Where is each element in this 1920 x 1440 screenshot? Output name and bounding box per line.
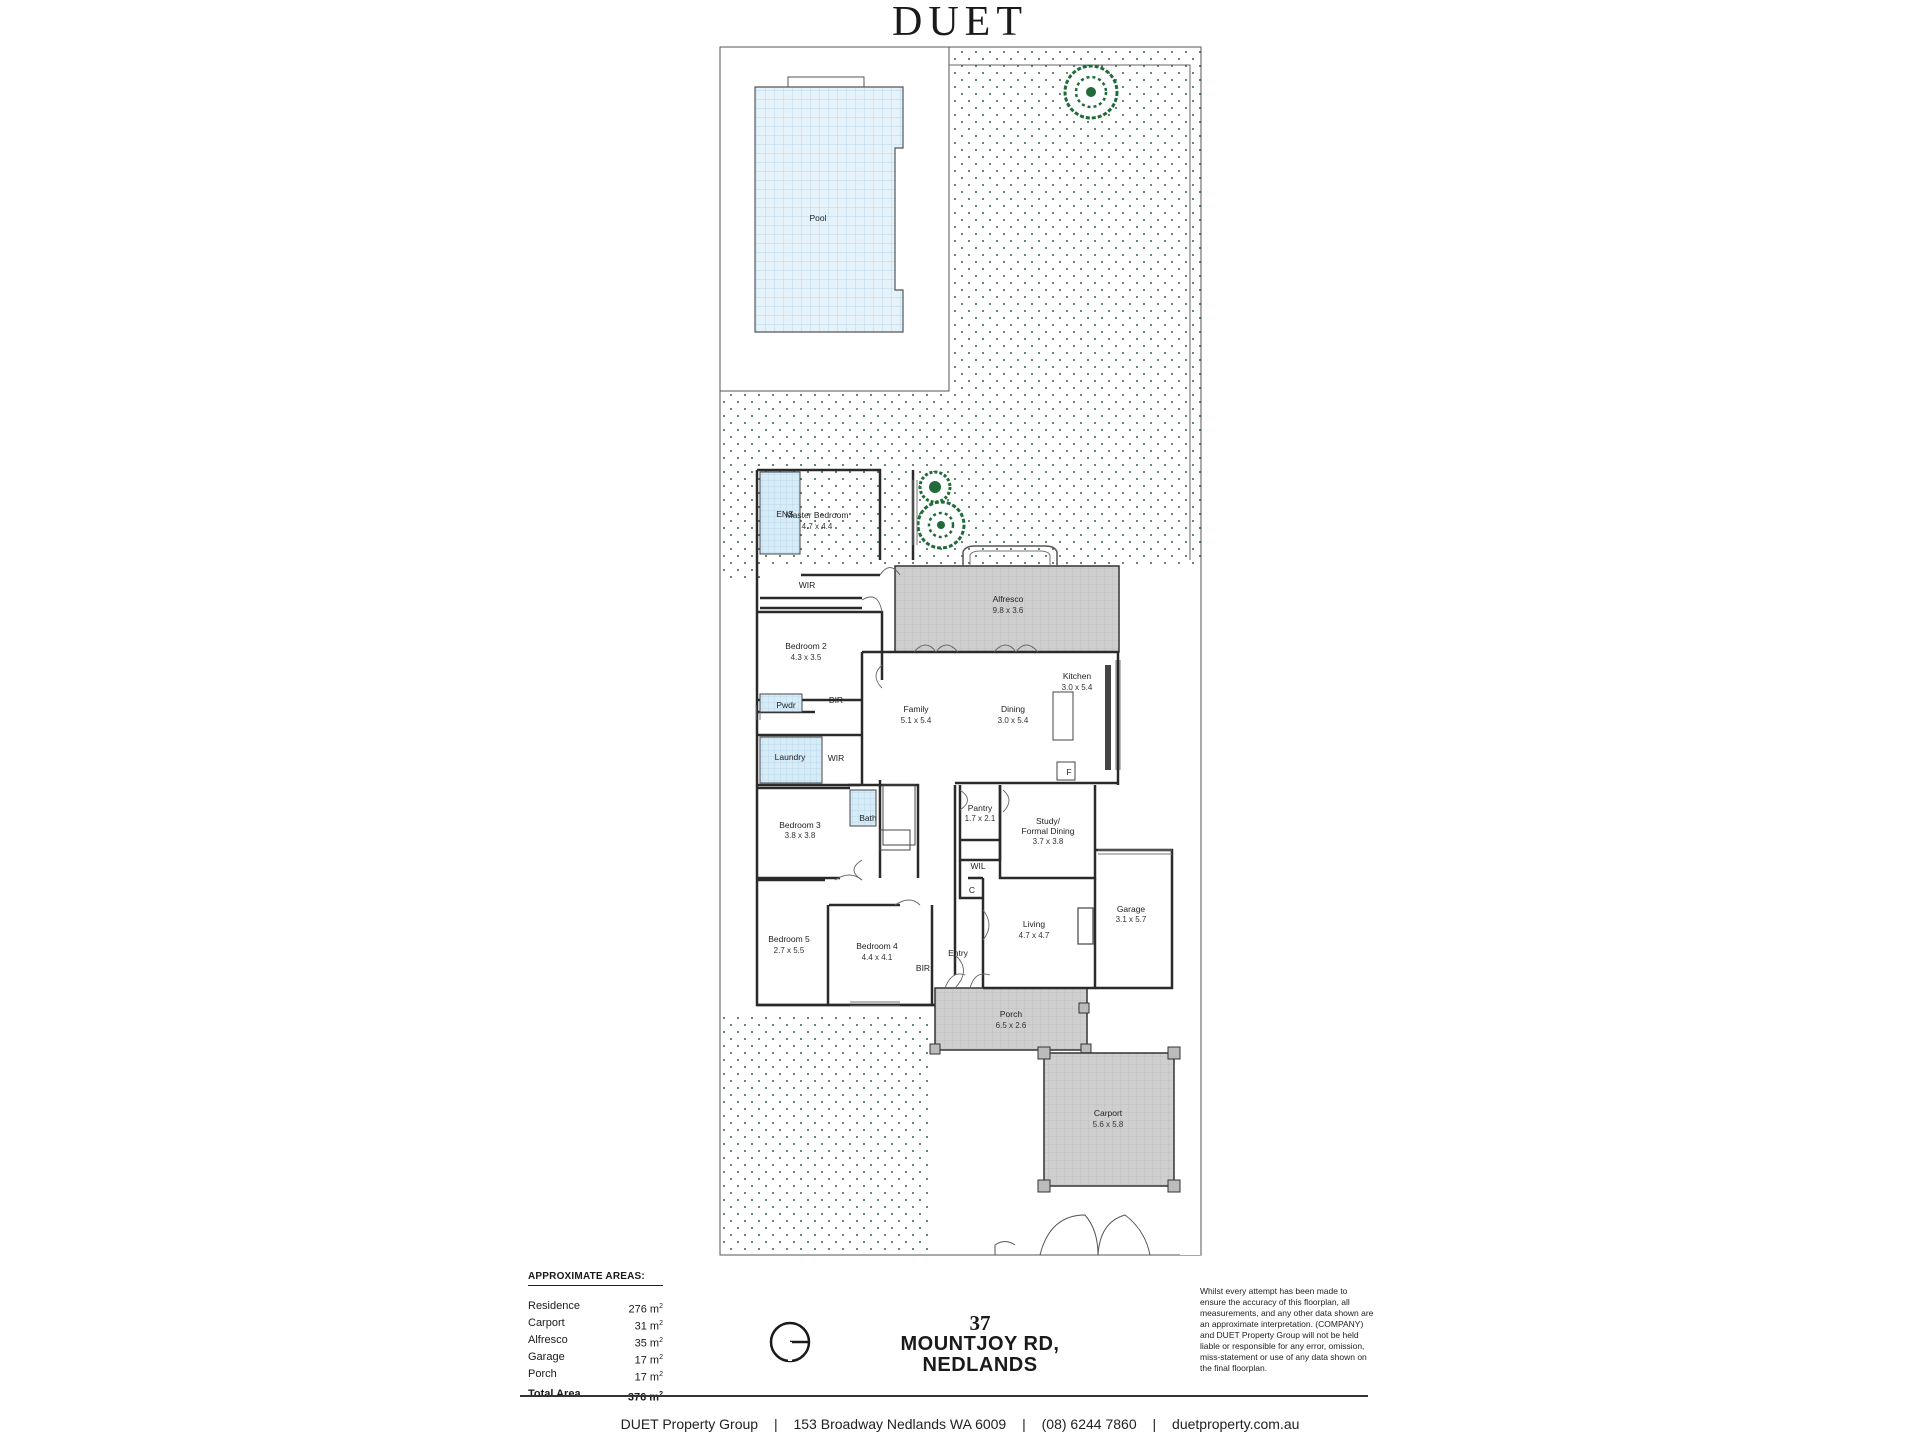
dining-label: Dining: [1001, 704, 1025, 714]
alfresco-dims: 9.8 x 3.6: [993, 606, 1024, 615]
pwdr-wet-area: [759, 693, 803, 713]
wil-label: WIL: [970, 861, 985, 871]
wir-2-label: WIR: [828, 753, 845, 763]
garage-dims: 3.1 x 5.7: [1116, 915, 1147, 924]
footer-address: 153 Broadway Nedlands WA 6009: [793, 1416, 1007, 1432]
areas-heading: APPROXIMATE AREAS:: [528, 1270, 663, 1286]
north-compass-icon: [769, 1321, 811, 1363]
tree-icon: [916, 500, 966, 550]
carport-dims: 5.6 x 5.8: [1093, 1120, 1124, 1129]
study-label-line1: Study/: [1036, 816, 1061, 826]
bedroom-2-dims: 4.3 x 3.5: [791, 653, 822, 662]
windows: [755, 480, 1172, 1007]
bir-4-label: BIR: [916, 963, 930, 973]
street-number: 37: [969, 1311, 991, 1335]
laundry-wet-area: [759, 736, 823, 784]
pantry-label: Pantry: [968, 803, 993, 813]
brand-logo: DUET: [892, 0, 1028, 45]
pool: Pool: [754, 76, 904, 333]
bedroom-5-dims: 2.7 x 5.5: [774, 946, 805, 955]
footer-separator: |: [1022, 1416, 1026, 1432]
bedroom-3-dims: 3.8 x 3.8: [785, 831, 816, 840]
family-dims: 5.1 x 5.4: [901, 716, 932, 725]
alfresco-area: Alfresco 9.8 x 3.6: [894, 545, 1120, 653]
ensuite-label: ENS: [776, 509, 794, 519]
footer-divider: [520, 1395, 1368, 1397]
carport-label: Carport: [1094, 1108, 1123, 1118]
tree-icon: [918, 470, 952, 504]
ensuite-wet-area: [759, 471, 801, 555]
porch-dims: 6.5 x 2.6: [996, 1021, 1027, 1030]
tree-icon: [1063, 64, 1119, 120]
wir-master-label: WIR: [799, 580, 816, 590]
porch-label: Porch: [1000, 1009, 1022, 1019]
porch-area: Porch 6.5 x 2.6: [929, 987, 1092, 1055]
footer-separator: |: [773, 1416, 778, 1432]
study-label-line2: Formal Dining: [1022, 826, 1075, 836]
bedroom-4-dims: 4.4 x 4.1: [862, 953, 893, 962]
kitchen-dims: 3.0 x 5.4: [1062, 683, 1093, 692]
property-address: 37 MOUNTJOY RD, NEDLANDS: [880, 1312, 1080, 1376]
total-area-row: Total Area376 m2: [528, 1388, 663, 1404]
living-label: Living: [1023, 919, 1045, 929]
bedroom-5-label: Bedroom 5: [768, 934, 810, 944]
living-dims: 4.7 x 4.7: [1019, 931, 1050, 940]
footer-phone: (08) 6244 7860: [1041, 1416, 1137, 1432]
pantry-dims: 1.7 x 2.1: [965, 814, 996, 823]
footer-separator: |: [1152, 1416, 1157, 1432]
entry-label: Entry: [948, 948, 969, 958]
study-dims: 3.7 x 3.8: [1033, 837, 1064, 846]
fireplace: [1077, 907, 1094, 945]
suburb: NEDLANDS: [922, 1354, 1038, 1376]
kitchen-label: Kitchen: [1063, 671, 1092, 681]
laundry-label: Laundry: [775, 752, 806, 762]
footer-company: DUET Property Group: [620, 1416, 759, 1432]
master-bedroom-label: Master Bedroom: [786, 510, 849, 520]
bedroom-2-label: Bedroom 2: [785, 641, 827, 651]
bedroom-4-label: Bedroom 4: [856, 941, 898, 951]
footer-contact: DUET Property Group | 153 Broadway Nedla…: [0, 1416, 1920, 1432]
garage-label: Garage: [1117, 904, 1146, 914]
kitchen-island: [1052, 691, 1074, 741]
alfresco-label: Alfresco: [993, 594, 1024, 604]
bath-label: Bath: [859, 813, 877, 823]
pool-label: Pool: [809, 213, 826, 223]
disclaimer-text: Whilst every attempt has been made to en…: [1200, 1286, 1374, 1373]
bedroom-3-label: Bedroom 3: [779, 820, 821, 830]
fridge-label: F: [1066, 767, 1071, 777]
driveway-gates: [994, 1214, 1151, 1256]
street-name: MOUNTJOY RD,: [900, 1333, 1060, 1355]
carport-area: Carport 5.6 x 5.8: [1037, 1046, 1181, 1193]
bath-wet-area: [849, 789, 877, 827]
family-label: Family: [903, 704, 929, 714]
master-bedroom-dims: 4.7 x 4.4: [802, 522, 833, 531]
footer-website[interactable]: duetproperty.com.au: [1172, 1416, 1300, 1432]
cupboard-label: C: [969, 885, 975, 895]
dining-dims: 3.0 x 5.4: [998, 716, 1029, 725]
bir-2-label: BIR: [829, 695, 843, 705]
door-swings: [834, 567, 1039, 989]
pwdr-label: Pwdr: [776, 700, 796, 710]
